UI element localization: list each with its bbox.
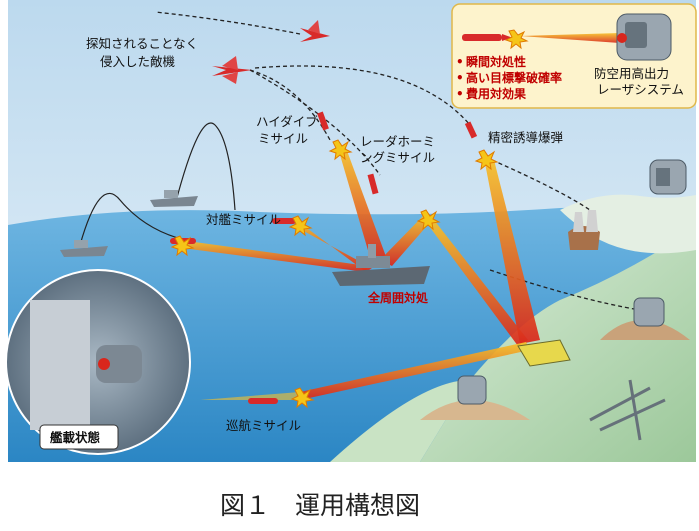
precision-bomb — [464, 121, 478, 139]
beam-land-radar — [426, 220, 528, 346]
radar-homing-missile — [367, 173, 379, 195]
shore-strip — [330, 380, 470, 462]
legend-box: 瞬間対処性 高い目標撃破確率 費用対効果 • • • 防空用高出力 レーザシステ… — [451, 3, 697, 109]
legend-bullet-3: • — [456, 87, 464, 101]
legend-beam — [520, 33, 620, 43]
label-high-dive-1: ハイダイブ — [256, 114, 318, 129]
burst-high-dive — [328, 139, 353, 161]
beam-ship-radar — [380, 215, 432, 266]
enemy-aircraft-lower — [212, 56, 252, 84]
burst-anti-ship-1 — [288, 215, 313, 237]
label-radar-homing-1: レーダホーミ — [360, 134, 435, 149]
enemy-aircraft-upper — [300, 20, 330, 42]
main-destroyer — [332, 244, 430, 286]
anti-ship-missile-1 — [272, 218, 296, 224]
ground-installations — [420, 159, 690, 441]
airfield — [589, 379, 666, 441]
legend-missile-icon — [462, 34, 512, 41]
labels: 探知されることなく 侵入した敵機 ハイダイブ ミサイル レーダホーミ ングミサイ… — [86, 36, 563, 433]
trajectories — [154, 11, 641, 311]
turret-hill-bottom — [420, 375, 530, 420]
high-dive-path — [249, 69, 331, 141]
label-precision-bomb: 精密誘導爆弾 — [488, 130, 563, 145]
legend-bullet-1: • — [456, 55, 464, 69]
threats — [170, 20, 478, 404]
laser-vehicle — [517, 339, 571, 367]
turret-hill-right — [600, 297, 690, 340]
inset-label-box — [39, 424, 119, 450]
label-enemy-aircraft-1: 探知されることなく — [86, 36, 198, 51]
legend-laser-turret-icon — [616, 13, 672, 61]
label-enemy-aircraft-2: 侵入した敵機 — [100, 54, 176, 69]
label-anti-ship: 対艦ミサイル — [206, 212, 281, 227]
beam-ship-high-dive — [338, 148, 388, 264]
laser-beams — [180, 148, 540, 400]
cruise-right-path — [489, 269, 641, 311]
enemy-escape-path — [154, 11, 301, 35]
hill-right — [560, 194, 696, 254]
shipboard-inset: 艦載状態 — [5, 269, 191, 455]
beam-ship-anti-ship — [296, 220, 372, 272]
inset-label: 艦載状態 — [50, 430, 101, 445]
burst-radar-homing — [416, 209, 441, 231]
cruise-missile — [248, 398, 278, 404]
burst-precision-bomb — [474, 149, 499, 171]
burst-cruise — [290, 387, 315, 409]
figure-caption: 図１ 運用構想図 — [220, 491, 420, 520]
turret-top-right — [649, 159, 687, 195]
beam-land-cruise — [300, 342, 530, 400]
beam-ship-anti-ship-2 — [180, 240, 368, 272]
inset-ship-superstructure — [30, 300, 90, 430]
beam-land-bomb — [484, 158, 540, 344]
bomb-to-turret-path — [491, 159, 591, 211]
high-dive-arc — [174, 122, 236, 211]
intercept-bursts — [170, 139, 499, 409]
legend-benefit-2: 高い目標撃破確率 — [466, 70, 562, 85]
label-all-around-defense: 全周囲対処 — [367, 290, 429, 305]
legend-bullet-2: • — [456, 71, 464, 85]
label-high-dive-2: ミサイル — [258, 131, 308, 146]
distant-ship-2 — [60, 240, 108, 257]
anti-ship-arc — [79, 192, 186, 246]
inset-laser-aperture — [98, 358, 110, 370]
label-cruise-missile: 巡航ミサイル — [226, 418, 301, 433]
burst-anti-ship-2 — [170, 235, 195, 257]
inset-laser-mount — [96, 345, 142, 383]
ships — [60, 190, 430, 286]
legend-system-name-1: 防空用高出力 — [594, 66, 669, 81]
precision-bomb-path — [254, 65, 471, 126]
label-radar-homing-2: ングミサイル — [360, 150, 435, 165]
power-plant — [568, 210, 600, 250]
legend-burst-icon — [504, 29, 529, 50]
legend-benefit-3: 費用対効果 — [466, 86, 526, 101]
legend-benefit-1: 瞬間対処性 — [466, 54, 526, 69]
radar-homing-path — [249, 69, 381, 176]
ballistic-arcs — [79, 122, 236, 246]
high-dive-missile — [317, 111, 329, 131]
distant-ship-1 — [150, 190, 198, 207]
legend-system-name-2: レーザシステム — [597, 82, 684, 97]
